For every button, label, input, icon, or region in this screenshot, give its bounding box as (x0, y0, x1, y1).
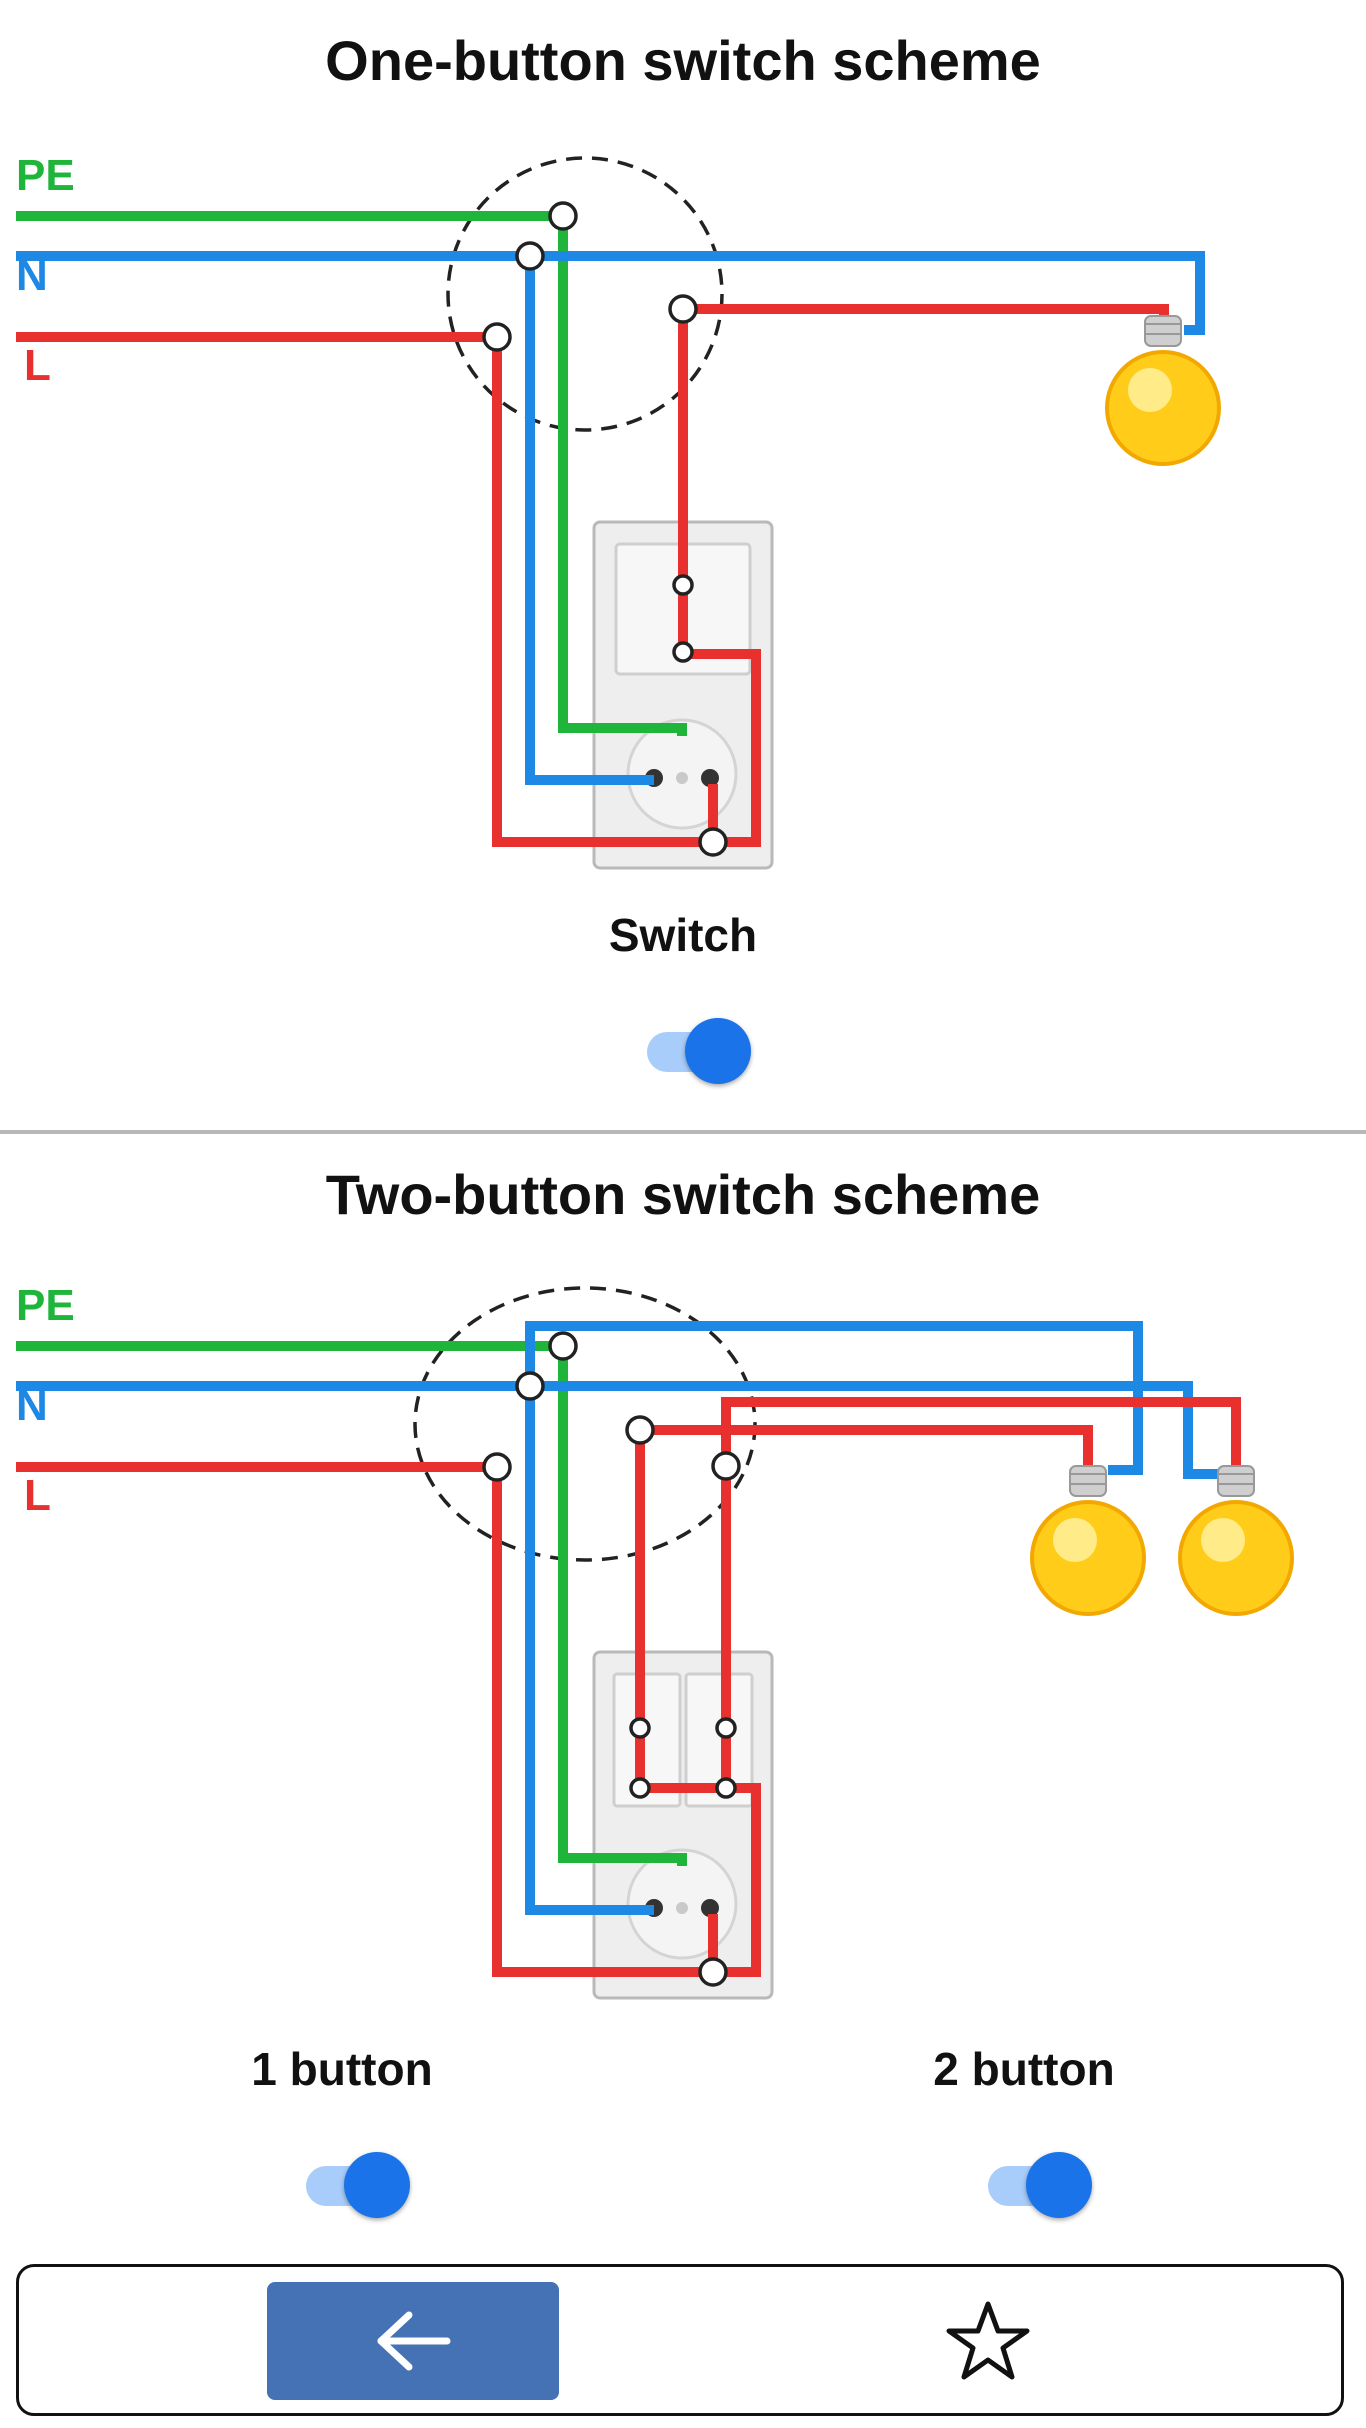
back-button[interactable] (267, 2282, 559, 2400)
button2-toggle[interactable] (988, 2152, 1092, 2218)
scheme1-title: One-button switch scheme (325, 29, 1041, 92)
bottom-navigation-bar (16, 2264, 1344, 2416)
switch-socket-plate (592, 1650, 774, 2000)
toggle-knob (344, 2152, 410, 2218)
button1-toggle[interactable] (306, 2152, 410, 2218)
button1-label: 1 button (251, 2043, 433, 2095)
pe-wire-label: PE (16, 1281, 75, 1330)
l-wire-label: L (24, 1471, 51, 1520)
two-button-wiring-diagram: PE N L (16, 1281, 1294, 2000)
junction-box-outline (446, 156, 724, 432)
two-button-scheme-section: Two-button switch scheme PE N L (0, 1134, 1366, 2256)
button2-label: 2 button (933, 2043, 1115, 2095)
favorite-button[interactable] (929, 2282, 1047, 2400)
junction-box-outline (413, 1286, 757, 1562)
one-button-wiring-diagram: PE N L (16, 151, 1221, 870)
switch-toggle[interactable] (647, 1018, 751, 1084)
light-bulb-2-icon (1178, 1465, 1294, 1616)
pe-wire-label: PE (16, 151, 75, 200)
scheme2-title: Two-button switch scheme (325, 1163, 1041, 1226)
switch-label: Switch (608, 909, 758, 961)
toggle-knob (1026, 2152, 1092, 2218)
light-bulb-icon (1105, 315, 1221, 466)
light-bulb-1-icon (1030, 1465, 1146, 1616)
arrow-left-icon (377, 2311, 451, 2371)
star-outline-icon (946, 2301, 1030, 2380)
section-divider (0, 1130, 1366, 1134)
toggle-knob (685, 1018, 751, 1084)
l-wire-label: L (24, 341, 51, 390)
one-button-scheme-section: One-button switch scheme PE N L (0, 0, 1366, 1130)
